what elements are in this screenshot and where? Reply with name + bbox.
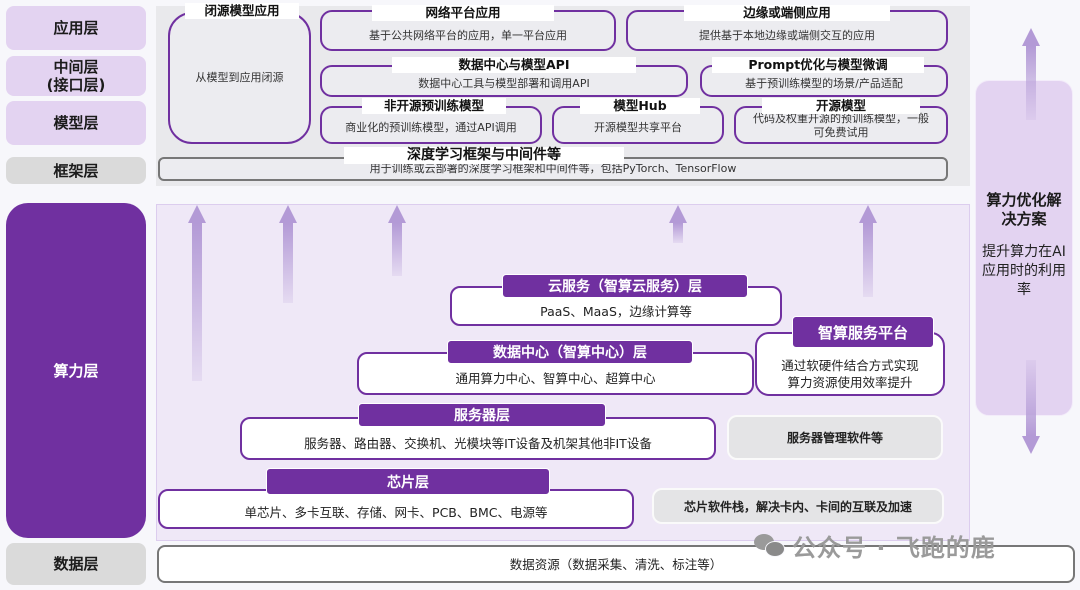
model-hub-desc: 开源模型共享平台 [594, 121, 682, 134]
chip-software-stack-text: 芯片软件栈，解决卡内、卡间的互联及加速 [683, 499, 912, 514]
prompt-tuning-title: Prompt优化与模型微调 [712, 57, 924, 73]
layer-label-data: 数据层 [6, 543, 146, 585]
layer-label-middle: 中间层 (接口层) [6, 56, 146, 96]
layer-label-model: 模型层 [6, 101, 146, 145]
data-layer-desc: 数据资源（数据采集、清洗、标注等） [509, 556, 723, 572]
watermark: 公众号 · 飞跑的鹿 [754, 528, 996, 563]
chip-layer-box: 单芯片、多卡互联、存储、网卡、PCB、BMC、电源等 [158, 489, 634, 529]
non-open-pretrained-title: 非开源预训练模型 [362, 98, 506, 114]
model-hub-title: 模型Hub [580, 98, 700, 114]
service-platform-title: 智算服务平台 [792, 316, 934, 348]
layer-label-text: 模型层 [53, 114, 99, 132]
wechat-icon [754, 533, 786, 558]
framework-title: 深度学习框架与中间件等 [344, 147, 624, 164]
framework-desc: 用于训练或云部署的深度学习框架和中间件等，包括PyTorch、TensorFlo… [369, 162, 737, 175]
chip-software-stack-box: 芯片软件栈，解决卡内、卡间的互联及加速 [652, 488, 944, 524]
closed-source-title: 闭源模型应用 [185, 3, 299, 19]
network-platform-desc: 基于公共网络平台的应用，单一平台应用 [369, 29, 567, 42]
service-platform-desc: 通过软硬件结合方式实现 [781, 358, 919, 373]
server-mgmt-software-text: 服务器管理软件等 [786, 431, 883, 445]
open-source-desc: 代码及权重开源的预训练模型，一般可免费试用 [753, 112, 929, 139]
closed-source-box: 从模型到应用闭源 [168, 12, 311, 144]
layer-label-text: (接口层) [46, 76, 106, 94]
arrow-up-icon [275, 205, 301, 303]
open-source-title: 开源模型 [762, 98, 920, 114]
cloud-services-title: 云服务（智算云服务）层 [502, 274, 748, 298]
edge-app-desc: 提供基于本地边缘或端侧交互的应用 [699, 29, 875, 42]
server-layer-desc: 服务器、路由器、交换机、光模块等IT设备及机架其他非IT设备 [304, 436, 652, 451]
cloud-services-desc: PaaS、MaaS，边缘计算等 [540, 303, 692, 319]
datacenter-title: 数据中心（智算中心）层 [447, 340, 693, 364]
chip-layer-desc: 单芯片、多卡互联、存储、网卡、PCB、BMC、电源等 [244, 504, 548, 520]
edge-app-title: 边缘或端侧应用 [684, 5, 890, 21]
prompt-tuning-desc: 基于预训练模型的场景/产品适配 [745, 77, 903, 90]
watermark-text: 公众号 · 飞跑的鹿 [792, 534, 996, 562]
layer-label-application: 应用层 [6, 6, 146, 50]
optimization-panel: 算力优化解决方案 提升算力在AI应用时的利用率 [975, 80, 1073, 416]
arrow-up-icon [1018, 28, 1044, 120]
optimization-title: 算力优化解决方案 [986, 191, 1062, 228]
layer-label-text: 算力层 [53, 361, 99, 380]
optimization-desc: 提升算力在AI应用时的利用率 [982, 244, 1066, 298]
server-mgmt-software-box: 服务器管理软件等 [727, 415, 943, 460]
datacenter-api-desc: 数据中心工具与模型部署和调用API [418, 77, 590, 90]
layer-label-compute: 算力层 [6, 203, 146, 538]
chip-layer-title: 芯片层 [266, 468, 550, 495]
arrow-up-icon [384, 205, 410, 276]
network-platform-title: 网络平台应用 [372, 5, 554, 21]
datacenter-api-title: 数据中心与模型API [392, 57, 636, 73]
layer-label-text: 应用层 [53, 19, 99, 37]
layer-label-text: 中间层 [53, 58, 99, 76]
non-open-pretrained-desc: 商业化的预训练模型，通过API调用 [345, 121, 517, 134]
arrow-up-icon [855, 205, 881, 297]
layer-label-text: 框架层 [53, 161, 99, 180]
closed-source-desc: 从模型到应用闭源 [195, 71, 284, 84]
layer-label-framework: 框架层 [6, 157, 146, 184]
data-layer-box: 数据资源（数据采集、清洗、标注等） [157, 545, 1075, 583]
arrow-up-icon [184, 205, 210, 381]
layer-label-text: 数据层 [53, 555, 99, 573]
arrow-up-icon [665, 205, 691, 243]
datacenter-desc: 通用算力中心、智算中心、超算中心 [455, 371, 656, 386]
service-platform-desc: 算力资源使用效率提升 [787, 375, 913, 390]
server-layer-title: 服务器层 [358, 403, 606, 427]
arrow-down-icon [1018, 360, 1044, 454]
